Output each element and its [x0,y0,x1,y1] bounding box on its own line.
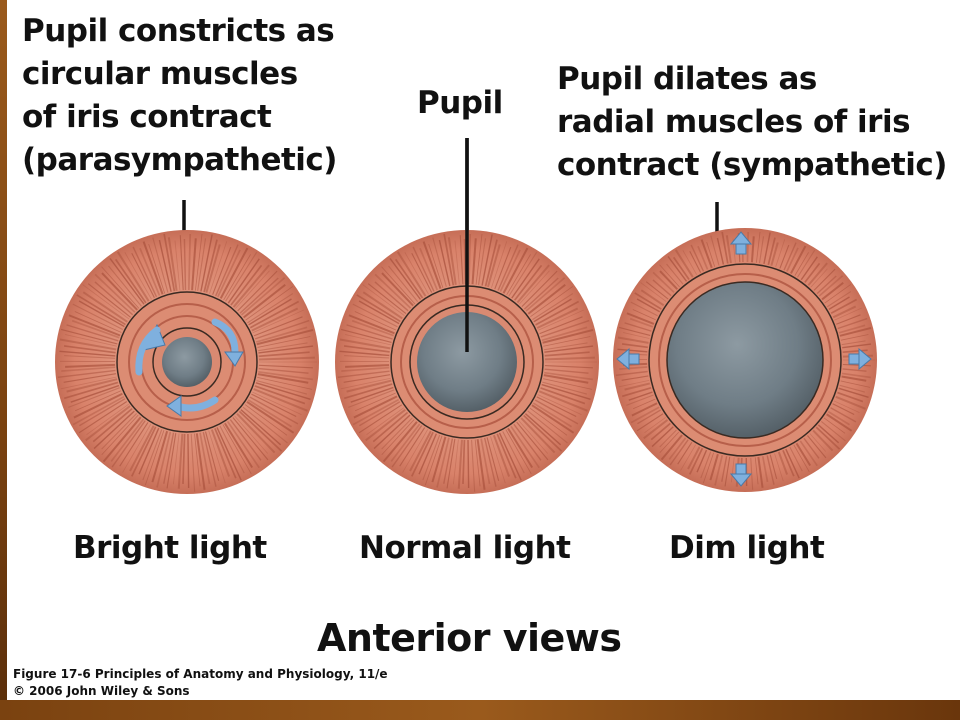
pupil-normal [417,312,517,412]
iris-normal-light [335,138,599,494]
constricts-line-2: circular muscles [22,56,298,92]
pupil-annotation: Pupil [417,85,503,121]
radial-muscle-fibers [337,233,597,492]
constricts-line-1: Pupil constricts as [22,13,335,49]
label-bright-light: Bright light [73,530,267,566]
radial-muscle-fibers [57,233,317,492]
radial-arrow-left-icon [616,347,640,371]
circular-arrow-icon [211,318,239,356]
radial-arrow-down-icon [729,463,753,487]
caption-line-1: Figure 17-6 Principles of Anatomy and Ph… [13,667,388,681]
iris-dim-light [613,228,877,492]
iris-diagram [55,138,877,494]
constricts-annotation: Pupil constricts as circular muscles of … [22,10,337,182]
caption-line-2: © 2006 John Wiley & Sons [13,684,190,698]
radial-muscle-fibers [615,231,875,490]
dilates-line-3: contract (sympathetic) [557,147,947,183]
radial-arrow-up-icon [729,231,753,255]
label-dim-light: Dim light [669,530,825,566]
radial-arrow-right-icon [848,347,872,371]
figure-panel: Pupil constricts as circular muscles of … [7,0,960,700]
dilates-line-2: radial muscles of iris [557,104,911,140]
dilates-annotation: Pupil dilates as radial muscles of iris … [557,58,947,187]
constricts-line-3: of iris contract [22,99,272,135]
pupil-dilated [666,281,824,439]
iris-bright-light [55,230,319,494]
slide-frame-left [0,0,7,720]
view-title: Anterior views [317,616,622,660]
slide-frame-bottom [0,700,960,720]
label-normal-light: Normal light [359,530,571,566]
constricts-line-4: (parasympathetic) [22,142,337,178]
dilates-line-1: Pupil dilates as [557,61,817,97]
pupil-constricted [162,337,212,387]
figure-caption: Figure 17-6 Principles of Anatomy and Ph… [13,666,388,700]
